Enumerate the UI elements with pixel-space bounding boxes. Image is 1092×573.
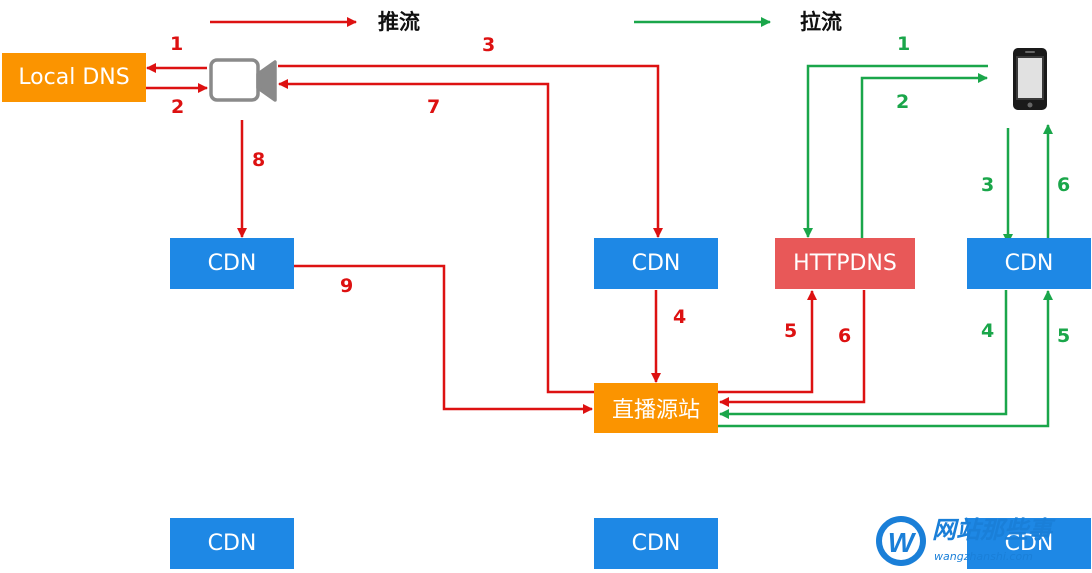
- push-step-label: 3: [482, 34, 496, 56]
- push-edge-3: [278, 64, 663, 238]
- svg-text:W: W: [888, 527, 917, 558]
- pull-step-label: 1: [897, 33, 911, 55]
- pull-edge-4: [719, 290, 1008, 419]
- push-step-label: 4: [673, 306, 687, 328]
- legend-push-label: 推流: [378, 10, 420, 34]
- watermark-subtitle: wangzhanshi.com: [934, 550, 1033, 563]
- push-step-label: 5: [784, 320, 798, 342]
- cdn-right-node: CDN: [967, 238, 1091, 289]
- cdn-bottom-center-node: CDN: [594, 518, 718, 569]
- pull-step-label: 4: [981, 320, 995, 342]
- pull-step-label: 3: [981, 174, 995, 196]
- cdn-bottom-right-node: CDN: [967, 518, 1091, 569]
- push-step-label: 1: [170, 33, 184, 55]
- push-edge-5: [718, 290, 817, 394]
- cdn-bottom-left-node: CDN: [170, 518, 294, 569]
- watermark-logo-icon: W: [876, 516, 926, 566]
- legend-pull-label: 拉流: [800, 10, 842, 34]
- httpdns-node: HTTPDNS: [775, 238, 915, 289]
- push-step-label: 7: [427, 96, 441, 118]
- origin-server-node: 直播源站: [594, 383, 718, 433]
- cdn-center-node: CDN: [594, 238, 718, 289]
- pull-step-label: 6: [1057, 174, 1071, 196]
- pull-step-label: 2: [896, 91, 910, 113]
- local-dns-node: Local DNS: [2, 53, 146, 102]
- watermark-title: 网站那些事: [932, 516, 1052, 544]
- push-step-label: 2: [171, 96, 185, 118]
- pull-edge-5: [718, 290, 1053, 428]
- pull-step-label: 5: [1057, 325, 1071, 347]
- push-step-label: 6: [838, 325, 852, 347]
- video-camera-icon: [209, 58, 277, 102]
- push-edge-9: [294, 264, 593, 414]
- pull-edge-1: [803, 64, 988, 238]
- cdn-push-node: CDN: [170, 238, 294, 289]
- push-step-label: 8: [252, 149, 266, 171]
- pull-edge-2: [860, 73, 988, 238]
- smartphone-icon: [1013, 48, 1047, 110]
- push-edge-6: [719, 290, 866, 407]
- push-edge-7: [278, 79, 594, 394]
- push-step-label: 9: [340, 275, 354, 297]
